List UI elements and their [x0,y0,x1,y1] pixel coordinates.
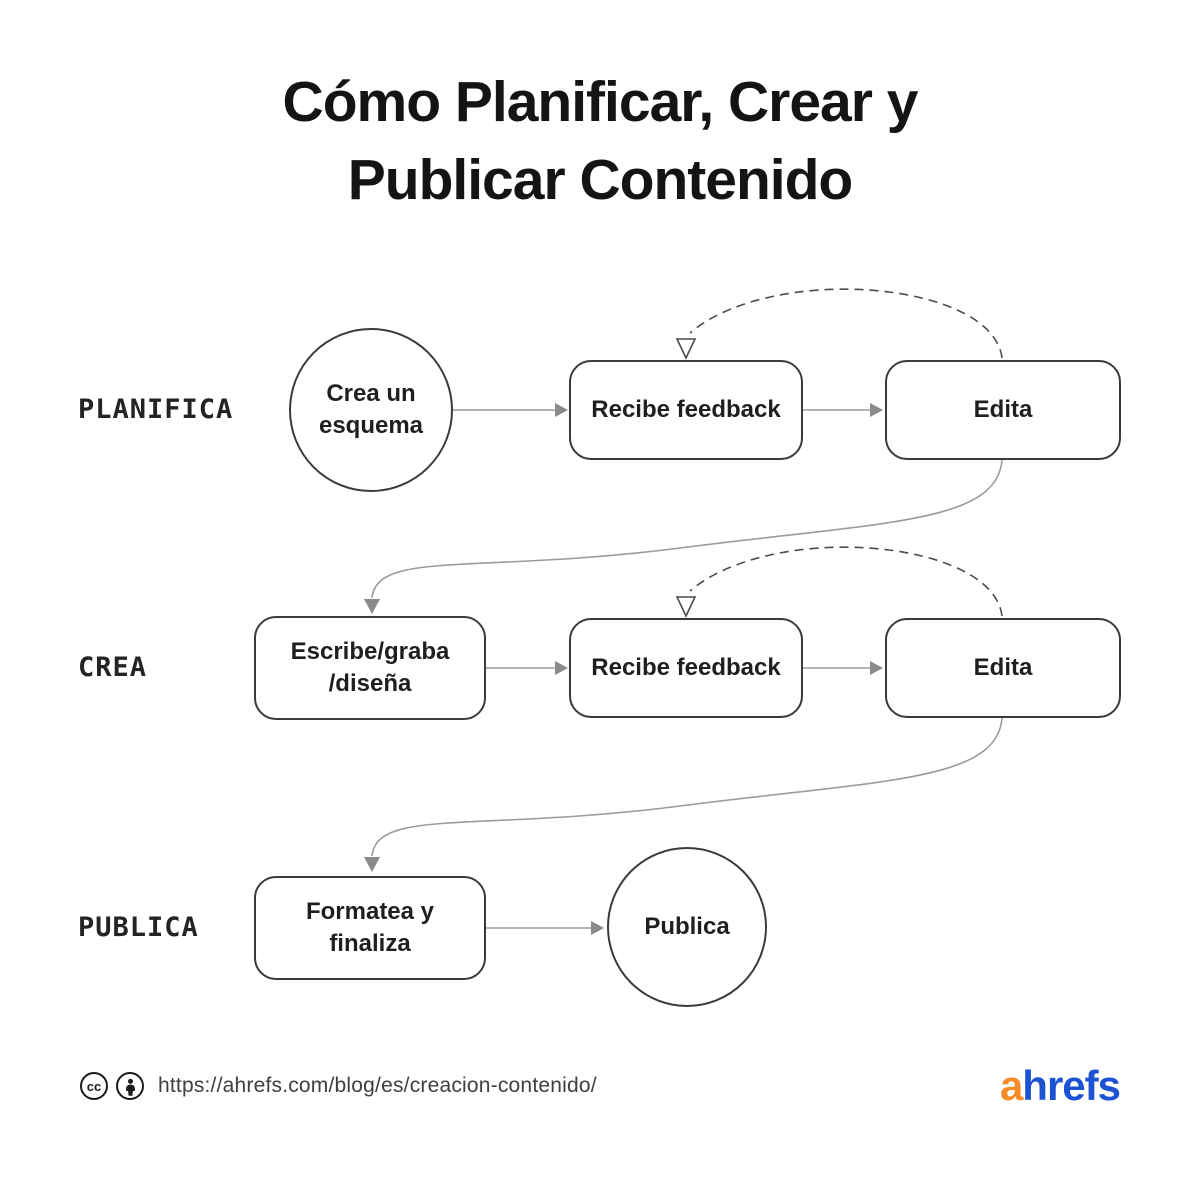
node-escribe-graba-disena: Escribe/graba /diseña [254,616,486,720]
dashed-loop-edita1-to-feedback1 [689,288,1003,359]
attribution-icon [116,1072,144,1100]
node-recibe-feedback-1: Recibe feedback [569,360,803,460]
arrowhead-feedback2-icon [555,661,568,675]
cc-icon-label: cc [86,1078,102,1094]
node-formatea-y-finaliza: Formatea y finaliza [254,876,486,980]
node-edita-2: Edita [885,618,1121,718]
node-label: finaliza [329,930,411,957]
row-label-publica: PUBLICA [78,912,199,943]
footer: cc https://ahrefs.com/blog/es/creacion-c… [0,1056,1200,1116]
ahrefs-logo-a: a [999,1062,1023,1109]
node-label: Escribe/graba [290,637,450,665]
arrowhead-edita2-icon [870,661,883,675]
ahrefs-logo[interactable]: ahrefs [999,1062,1121,1110]
page-title-line2: Publicar Contenido [347,147,854,212]
curve-edita2-to-formatea [371,717,1003,857]
node-label: Formatea y [305,897,435,925]
hollow-arrowhead-loop2-icon [675,596,697,618]
node-crea-un-esquema: Crea un esquema [289,328,453,492]
source-url[interactable]: https://ahrefs.com/blog/es/creacion-cont… [158,1074,597,1097]
hollow-arrowhead-loop1-icon [675,338,697,360]
node-label: Recibe feedback [591,395,781,423]
attribution-person-glyph [125,1078,135,1096]
curve-edita1-to-escribe [371,459,1003,599]
arrowhead-escribe-icon [364,599,380,614]
node-label: /diseña [328,670,412,697]
arrowhead-publica-icon [591,921,604,935]
arrowhead-formatea-icon [364,857,380,872]
cc-icon: cc [80,1072,108,1100]
arrowhead-feedback1-icon [555,403,568,417]
node-recibe-feedback-2: Recibe feedback [569,618,803,718]
row-label-crea: CREA [78,652,148,683]
node-label: Crea un [326,379,416,407]
node-label: Edita [973,653,1033,681]
node-edita-1: Edita [885,360,1121,460]
node-label: esquema [318,412,424,439]
row-label-planifica: PLANIFICA [78,394,234,425]
node-publica: Publica [607,847,767,1007]
page-title-line1: Cómo Planificar, Crear y [282,70,919,134]
dashed-loop-edita2-to-feedback2 [689,546,1003,617]
arrowhead-edita1-icon [870,403,883,417]
node-label: Publica [644,912,730,940]
page-title: Cómo Planificar, Crear y Publicar Conten… [0,64,1200,219]
node-label: Recibe feedback [591,653,781,681]
node-label: Edita [973,395,1033,423]
ahrefs-logo-hrefs: hrefs [1022,1062,1121,1109]
